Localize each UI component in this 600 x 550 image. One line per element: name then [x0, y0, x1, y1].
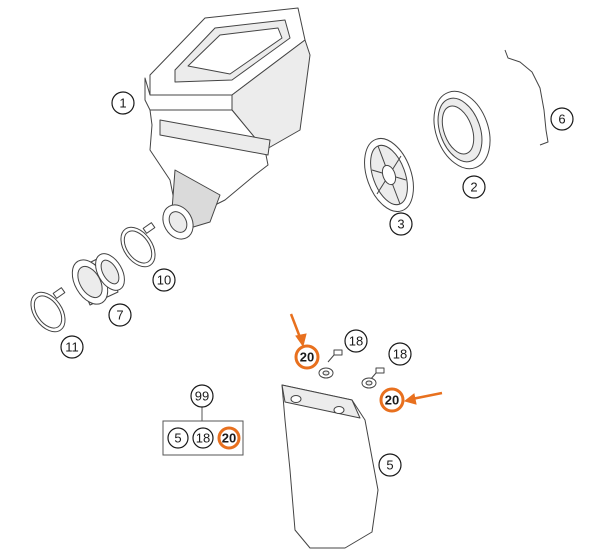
svg-text:18: 18: [196, 431, 210, 446]
intake-boot-drawing: [71, 253, 125, 306]
screw-left-drawing: [327, 349, 343, 363]
callout-airbox: 1: [111, 91, 135, 115]
clamp-upper-drawing: [120, 222, 156, 268]
highlight-arrow-right: [403, 391, 443, 405]
svg-text:18: 18: [393, 347, 407, 362]
mudflap-drawing: [281, 384, 379, 549]
svg-text:1: 1: [119, 96, 126, 111]
svg-text:20: 20: [385, 393, 399, 408]
kit-item-washer: 20: [217, 426, 241, 450]
svg-text:3: 3: [397, 217, 404, 232]
callout-seal: 2: [462, 175, 486, 199]
highlight-arrow-left: [289, 313, 307, 348]
kit-title-callout: 99: [190, 384, 214, 408]
seal-ring-drawing: [433, 90, 491, 170]
svg-text:5: 5: [174, 431, 181, 446]
filter-cage-drawing: [364, 138, 414, 212]
svg-text:11: 11: [65, 340, 79, 355]
callout-intake-boot: 7: [108, 303, 132, 327]
callout-washer-right: 20: [379, 387, 405, 413]
svg-text:2: 2: [470, 180, 477, 195]
kit-item-screw: 18: [192, 427, 214, 449]
svg-text:18: 18: [349, 334, 363, 349]
airbox-drawing: [144, 7, 311, 240]
callout-mudflap: 5: [378, 453, 402, 477]
svg-text:99: 99: [195, 389, 209, 404]
callout-clamp-lower: 11: [60, 335, 84, 359]
callout-screw-left: 18: [344, 329, 368, 353]
callout-washer-left: 20: [294, 344, 320, 370]
wire-drawing: [504, 49, 549, 146]
callout-screw-right: 18: [388, 342, 412, 366]
svg-text:6: 6: [558, 112, 565, 127]
svg-text:5: 5: [386, 458, 393, 473]
callout-wire: 6: [550, 107, 574, 131]
svg-text:10: 10: [157, 273, 171, 288]
washer-right-drawing: [361, 377, 377, 389]
clamp-lower-drawing: [30, 287, 66, 333]
callout-clamp-upper: 10: [152, 268, 176, 292]
kit-item-mudflap: 5: [167, 427, 189, 449]
svg-text:20: 20: [300, 350, 314, 365]
svg-text:7: 7: [116, 308, 123, 323]
callout-filter-cage: 3: [389, 212, 413, 236]
washer-left-drawing: [318, 367, 334, 379]
svg-text:20: 20: [222, 431, 236, 446]
